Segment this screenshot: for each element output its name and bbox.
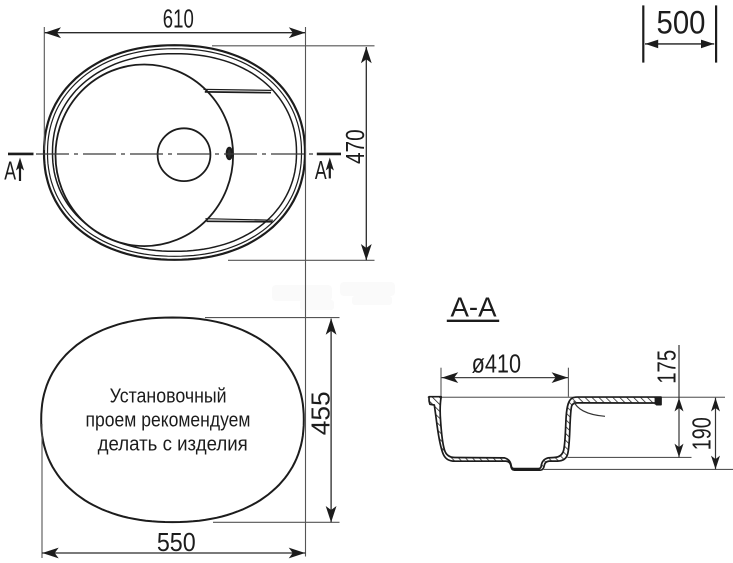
svg-text:ø410: ø410	[472, 351, 521, 379]
svg-text:Установочный: Установочный	[110, 385, 227, 408]
svg-text:A: A	[315, 157, 327, 185]
svg-text:470: 470	[342, 129, 370, 164]
svg-text:190: 190	[689, 417, 717, 450]
svg-text:A: A	[4, 158, 16, 186]
svg-text:делать с изделия: делать с изделия	[98, 432, 248, 455]
svg-text:610: 610	[163, 5, 194, 33]
svg-text:550: 550	[157, 529, 196, 557]
svg-text:455: 455	[308, 391, 336, 435]
svg-text:проем рекомендуем: проем рекомендуем	[86, 408, 251, 431]
svg-text:500: 500	[657, 4, 706, 40]
svg-text:175: 175	[654, 350, 682, 384]
svg-text:A-A: A-A	[450, 291, 496, 322]
